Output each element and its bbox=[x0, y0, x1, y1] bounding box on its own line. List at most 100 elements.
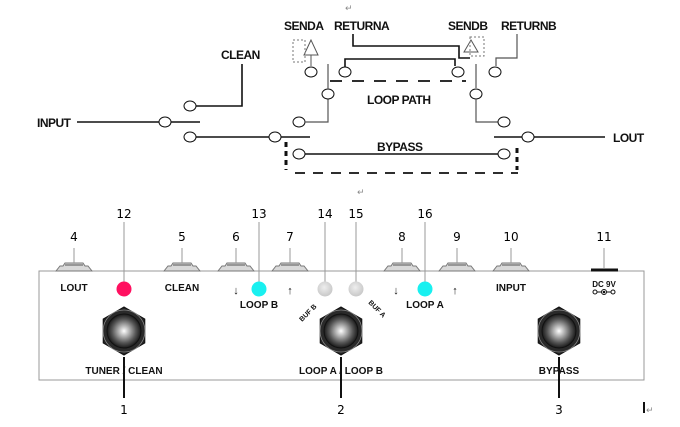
callout-number-11: 11 bbox=[596, 230, 611, 244]
bypass-switch-pivot-right bbox=[521, 131, 535, 143]
clean-contact bbox=[183, 100, 197, 112]
label-returnb: RETURNB bbox=[501, 19, 557, 33]
callout-number-12: 12 bbox=[116, 207, 131, 221]
footswitch-cap[interactable] bbox=[541, 313, 577, 349]
callout-number-2: 2 bbox=[337, 403, 345, 417]
jack-body bbox=[216, 262, 256, 272]
return-a-arrow-icon: ↑ bbox=[452, 285, 458, 297]
led-indicator bbox=[348, 281, 364, 297]
jack-body bbox=[54, 262, 94, 272]
bypass-contact-right bbox=[497, 148, 511, 160]
jack-label-lout: LOUT bbox=[60, 283, 87, 294]
callout-number-1: 1 bbox=[120, 403, 128, 417]
callout-number-7: 7 bbox=[286, 230, 294, 244]
callout-number-10: 10 bbox=[503, 230, 518, 244]
led-13: 13 bbox=[251, 207, 267, 297]
led-16: 16 bbox=[417, 207, 433, 297]
jack-body bbox=[491, 262, 531, 272]
returna-to-sendb-wire bbox=[344, 58, 456, 67]
led-indicator bbox=[116, 281, 132, 297]
callout-number-5: 5 bbox=[178, 230, 186, 244]
footswitch-2[interactable]: 2 bbox=[319, 306, 363, 417]
returna-jack bbox=[338, 66, 352, 78]
input-switch-pivot bbox=[158, 116, 172, 128]
led-indicator bbox=[417, 281, 433, 297]
senda-jack bbox=[304, 66, 318, 78]
jack-label-clean: CLEAN bbox=[165, 283, 199, 294]
callout-number-3: 3 bbox=[555, 403, 563, 417]
callout-number-15: 15 bbox=[348, 207, 363, 221]
signal-flow-schematic: ↵ bbox=[37, 4, 645, 199]
footswitch-label-loop-a-b: LOOP A / LOOP B bbox=[299, 366, 383, 377]
jack-body bbox=[162, 262, 202, 272]
label-sendb: SENDB bbox=[448, 19, 488, 33]
label-lout: LOUT bbox=[613, 131, 645, 145]
loop-contact-left bbox=[292, 116, 306, 128]
led-label-loop-b: LOOP B bbox=[240, 300, 278, 311]
footswitch-1[interactable]: 1 bbox=[102, 306, 146, 417]
jack-6: 6 bbox=[216, 230, 256, 272]
label-clean: CLEAN bbox=[221, 48, 260, 62]
figure-caption: 图示 bbox=[327, 184, 353, 199]
clean-wire bbox=[196, 64, 243, 107]
loop-wire-right bbox=[475, 99, 499, 123]
jack-body bbox=[437, 262, 477, 272]
jack-10: 10 bbox=[491, 230, 531, 272]
label-returna: RETURNA bbox=[334, 19, 390, 33]
callout-number-13: 13 bbox=[251, 207, 266, 221]
led-indicator bbox=[251, 281, 267, 297]
paragraph-mark: ↵ bbox=[646, 406, 654, 416]
jack-body bbox=[270, 262, 310, 272]
loop-contact-right bbox=[497, 116, 511, 128]
led-15: 15 bbox=[348, 207, 364, 297]
led-label-loop-a: LOOP A bbox=[406, 300, 444, 311]
callout-number-8: 8 bbox=[398, 230, 406, 244]
led-indicator bbox=[317, 281, 333, 297]
loop-a-switch-pivot bbox=[321, 88, 335, 100]
jack-8: 8 bbox=[382, 230, 422, 272]
footswitch-3[interactable]: 3 bbox=[537, 306, 581, 417]
senda-buffer-bypass bbox=[292, 39, 306, 63]
sendb-buffer-bypass bbox=[469, 36, 485, 57]
jack-9: 9 bbox=[437, 230, 477, 272]
bypass-contact-left bbox=[292, 148, 306, 160]
paragraph-mark: ↵ bbox=[345, 4, 353, 14]
footswitch-label-bypass: BYPASS bbox=[539, 366, 580, 377]
send-a-arrow-icon: ↓ bbox=[393, 285, 399, 297]
label-input: INPUT bbox=[37, 116, 72, 130]
callout-number-9: 9 bbox=[453, 230, 461, 244]
led-14: 14 bbox=[317, 207, 333, 297]
label-senda: SENDA bbox=[284, 19, 324, 33]
jack-5: 5 bbox=[162, 230, 202, 272]
paragraph-mark: ↵ bbox=[357, 188, 365, 198]
callout-number-14: 14 bbox=[317, 207, 332, 221]
label-bypass: BYPASS bbox=[377, 140, 423, 154]
send-b-arrow-icon: ↓ bbox=[233, 285, 239, 297]
footswitch-label-tuner-clean: TUNER / CLEAN bbox=[85, 366, 162, 377]
loop-b-switch-pivot bbox=[469, 88, 483, 100]
callout-number-16: 16 bbox=[417, 207, 432, 221]
main-contact bbox=[183, 131, 197, 143]
loop-wire-left bbox=[305, 94, 329, 123]
jack-7: 7 bbox=[270, 230, 310, 272]
senda-buffer-icon bbox=[303, 38, 319, 56]
power-label: DC 9V bbox=[592, 280, 616, 289]
returna-wire bbox=[352, 34, 470, 59]
jack-4: 4 bbox=[54, 230, 94, 272]
jack-label-input: INPUT bbox=[496, 283, 526, 294]
jack-body bbox=[382, 262, 422, 272]
returnb-wire bbox=[495, 34, 518, 66]
return-b-arrow-icon: ↑ bbox=[287, 285, 293, 297]
sendb-buffer-icon bbox=[463, 39, 479, 53]
dc-polarity-icon bbox=[592, 289, 616, 295]
bypass-switch-pivot-left bbox=[268, 131, 282, 143]
led-12: 12 bbox=[116, 207, 132, 297]
footswitch-cap[interactable] bbox=[323, 313, 359, 349]
footswitch-cap[interactable] bbox=[106, 313, 142, 349]
label-loop-path: LOOP PATH bbox=[367, 93, 431, 107]
sendb-jack bbox=[451, 66, 465, 78]
callout-number-6: 6 bbox=[232, 230, 240, 244]
callout-number-4: 4 bbox=[70, 230, 78, 244]
